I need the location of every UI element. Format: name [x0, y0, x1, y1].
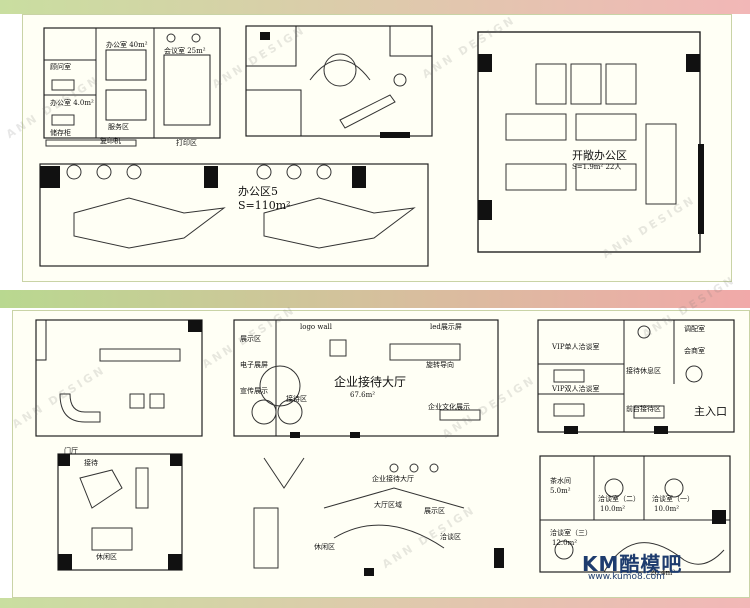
plan-label: 开敞办公区 [572, 149, 627, 162]
plan-label: 服务区 [108, 123, 129, 131]
floor-plan-office-area-5-drawing [39, 163, 429, 267]
floor-plan-meeting-rooms: 茶水间 5.0m² 洽谈室（二） 10.0m² 洽谈室（一） 10.0m² 洽谈… [534, 450, 734, 578]
plan-label: 67.6m² [350, 391, 376, 399]
plan-label: 门厅 [64, 447, 78, 455]
top-gradient-band [0, 0, 750, 14]
top-plan-sheet [22, 14, 732, 282]
plan-label: 复印机 [100, 137, 121, 145]
plan-label: 办公室 4.0m² [50, 99, 94, 107]
floor-plan-offices-drawing [43, 27, 221, 147]
plan-label: 宣传展示 [240, 387, 268, 395]
plan-label: 休闲区 [314, 543, 335, 551]
floor-plan-reception-hall-drawing [233, 319, 499, 438]
plan-label: VIP单人洽谈室 [552, 343, 600, 351]
floor-plan-open-office: 开敞办公区 S=1.9m² 22人 [466, 24, 716, 260]
plan-label: 电子展屏 [240, 361, 268, 369]
plan-label: 旋转导向 [426, 361, 454, 369]
floor-plan-open-office-drawing [477, 31, 704, 253]
floor-plan-foyer: 门厅 接待 休闲区 [52, 448, 188, 578]
plan-label: 调配室 [684, 325, 705, 333]
floor-plan-vip-rooms: VIP单人洽谈室 VIP双人洽谈室 接待休息区 前台接待区 调配室 会商室 主入… [534, 314, 740, 442]
brand-logo-text: KM酷模吧 [582, 552, 683, 576]
floor-plan-round-office-drawing [245, 25, 433, 138]
plan-label: 洽谈室（三） [550, 529, 592, 537]
plan-label: 展示区 [424, 507, 445, 515]
plan-label: 洽谈室（二） [598, 495, 640, 503]
plan-label: 接待休息区 [626, 367, 661, 375]
floor-plan-offices: 办公室 40m² 办公室 4.0m² 会议室 25m² 顾问室 服务区 储存柜 … [36, 20, 226, 150]
plan-label: 会议室 25m² [164, 47, 206, 55]
plan-label: 企业接待大厅 [334, 375, 407, 389]
plan-label: 接待区 [286, 395, 307, 403]
plan-label: 洽谈室（一） [652, 495, 694, 503]
plan-label: 12.0m² [552, 539, 578, 547]
plan-label: 储存柜 [50, 129, 71, 137]
brand-logo: KM酷模吧 www.kumo8.com [582, 548, 702, 584]
floor-plan-vip-rooms-drawing [537, 319, 735, 434]
plan-label: 洽谈区 [440, 533, 461, 541]
plan-label: 前台接待区 [626, 405, 661, 413]
plan-label: 企业接待大厅 [372, 475, 414, 483]
plan-label: 顾问室 [50, 63, 71, 71]
middle-gradient-band [0, 290, 750, 308]
plan-label: 企业文化展示 [428, 403, 470, 411]
plan-label: 大厅区域 [374, 501, 402, 509]
floor-plan-curved-hall-drawing [253, 457, 504, 576]
brand-url: www.kumo8.com [588, 572, 665, 582]
plan-label: 5.0m² [550, 487, 571, 495]
floor-plan-meeting-rooms-drawing [539, 455, 731, 573]
plan-label: 休闲区 [96, 553, 117, 561]
floor-plan-office-area-5: 办公区5 S=110m² [34, 158, 434, 272]
plan-label: S=1.9m² 22人 [572, 163, 622, 171]
floor-plan-lounge [30, 314, 208, 442]
floor-plan-foyer-drawing [57, 453, 183, 571]
floor-plan-round-office [240, 20, 440, 150]
floor-plan-curved-hall: 企业接待大厅 休闲区 大厅区域 洽谈区 展示区 [244, 448, 512, 578]
plan-label: 会商室 [684, 347, 705, 355]
plan-label: 接待 [84, 459, 98, 467]
floor-plan-reception-hall: logo wall led展示屏 企业接待大厅 67.6m² 接待区 企业文化展… [230, 314, 502, 442]
plan-label: 办公区5 [238, 185, 278, 198]
plan-label: 10.0m² [654, 505, 680, 513]
plan-label: 10.0m² [600, 505, 626, 513]
plan-label: S=110m² [238, 199, 291, 212]
plan-label: 茶水间 [550, 477, 571, 485]
plan-label: VIP双人洽谈室 [552, 385, 600, 393]
floor-plan-lounge-drawing [35, 319, 203, 437]
plan-label: 打印区 [176, 139, 197, 147]
plan-label: 办公室 40m² [106, 41, 148, 49]
plan-label: logo wall [300, 323, 333, 331]
bottom-gradient-band [0, 598, 750, 608]
plan-label: 主入口 [694, 405, 727, 418]
plan-label: led展示屏 [430, 323, 462, 331]
plan-label: 20.4m² [650, 569, 676, 577]
plan-label: 展示区 [240, 335, 261, 343]
